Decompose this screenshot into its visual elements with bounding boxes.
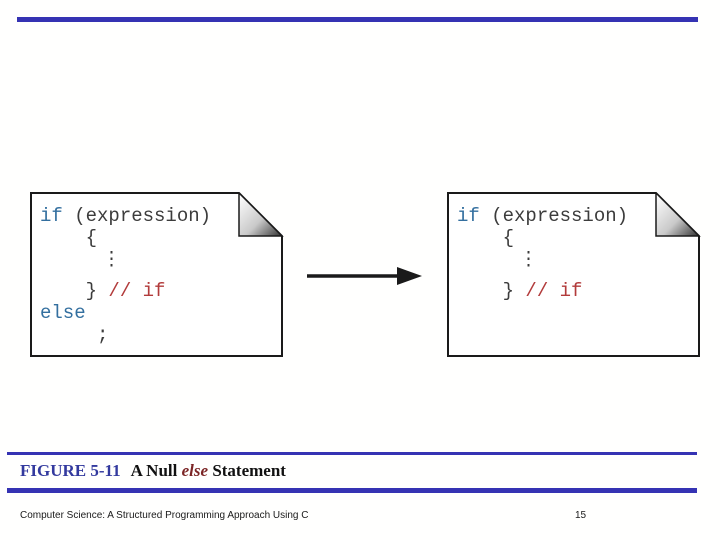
code-block-right: if (expression) { ⋮ } // if [457,205,628,302]
code-note-right: if (expression) { ⋮ } // if [447,192,701,358]
caption-rule-bottom [7,488,697,493]
code-line: { [40,227,98,249]
caption-rule-top [7,452,697,455]
code-line: if (expression) [457,205,629,227]
code-line: if (expression) [40,205,212,227]
footer: Computer Science: A Structured Programmi… [0,510,720,526]
figure-caption: FIGURE 5-11 A Null else Statement [20,461,286,481]
code-line: ; [40,324,109,346]
caption-keyword: else [181,461,209,480]
folded-note-shape [30,192,284,357]
caption-title: A Null else Statement [130,461,286,480]
code-line: else [40,302,86,324]
code-line: ⋮ [457,249,540,271]
code-line: } // if [457,280,583,302]
page-number: 15 [575,510,587,521]
arrow-right-icon [307,267,422,285]
code-line: ⋮ [40,249,123,271]
top-accent-bar [17,17,698,22]
code-line: { [457,227,515,249]
figure-label: FIGURE 5-11 [20,461,121,480]
book-title: Computer Science: A Structured Programmi… [20,510,309,521]
folded-note-shape [447,192,701,357]
code-line: } // if [40,280,166,302]
